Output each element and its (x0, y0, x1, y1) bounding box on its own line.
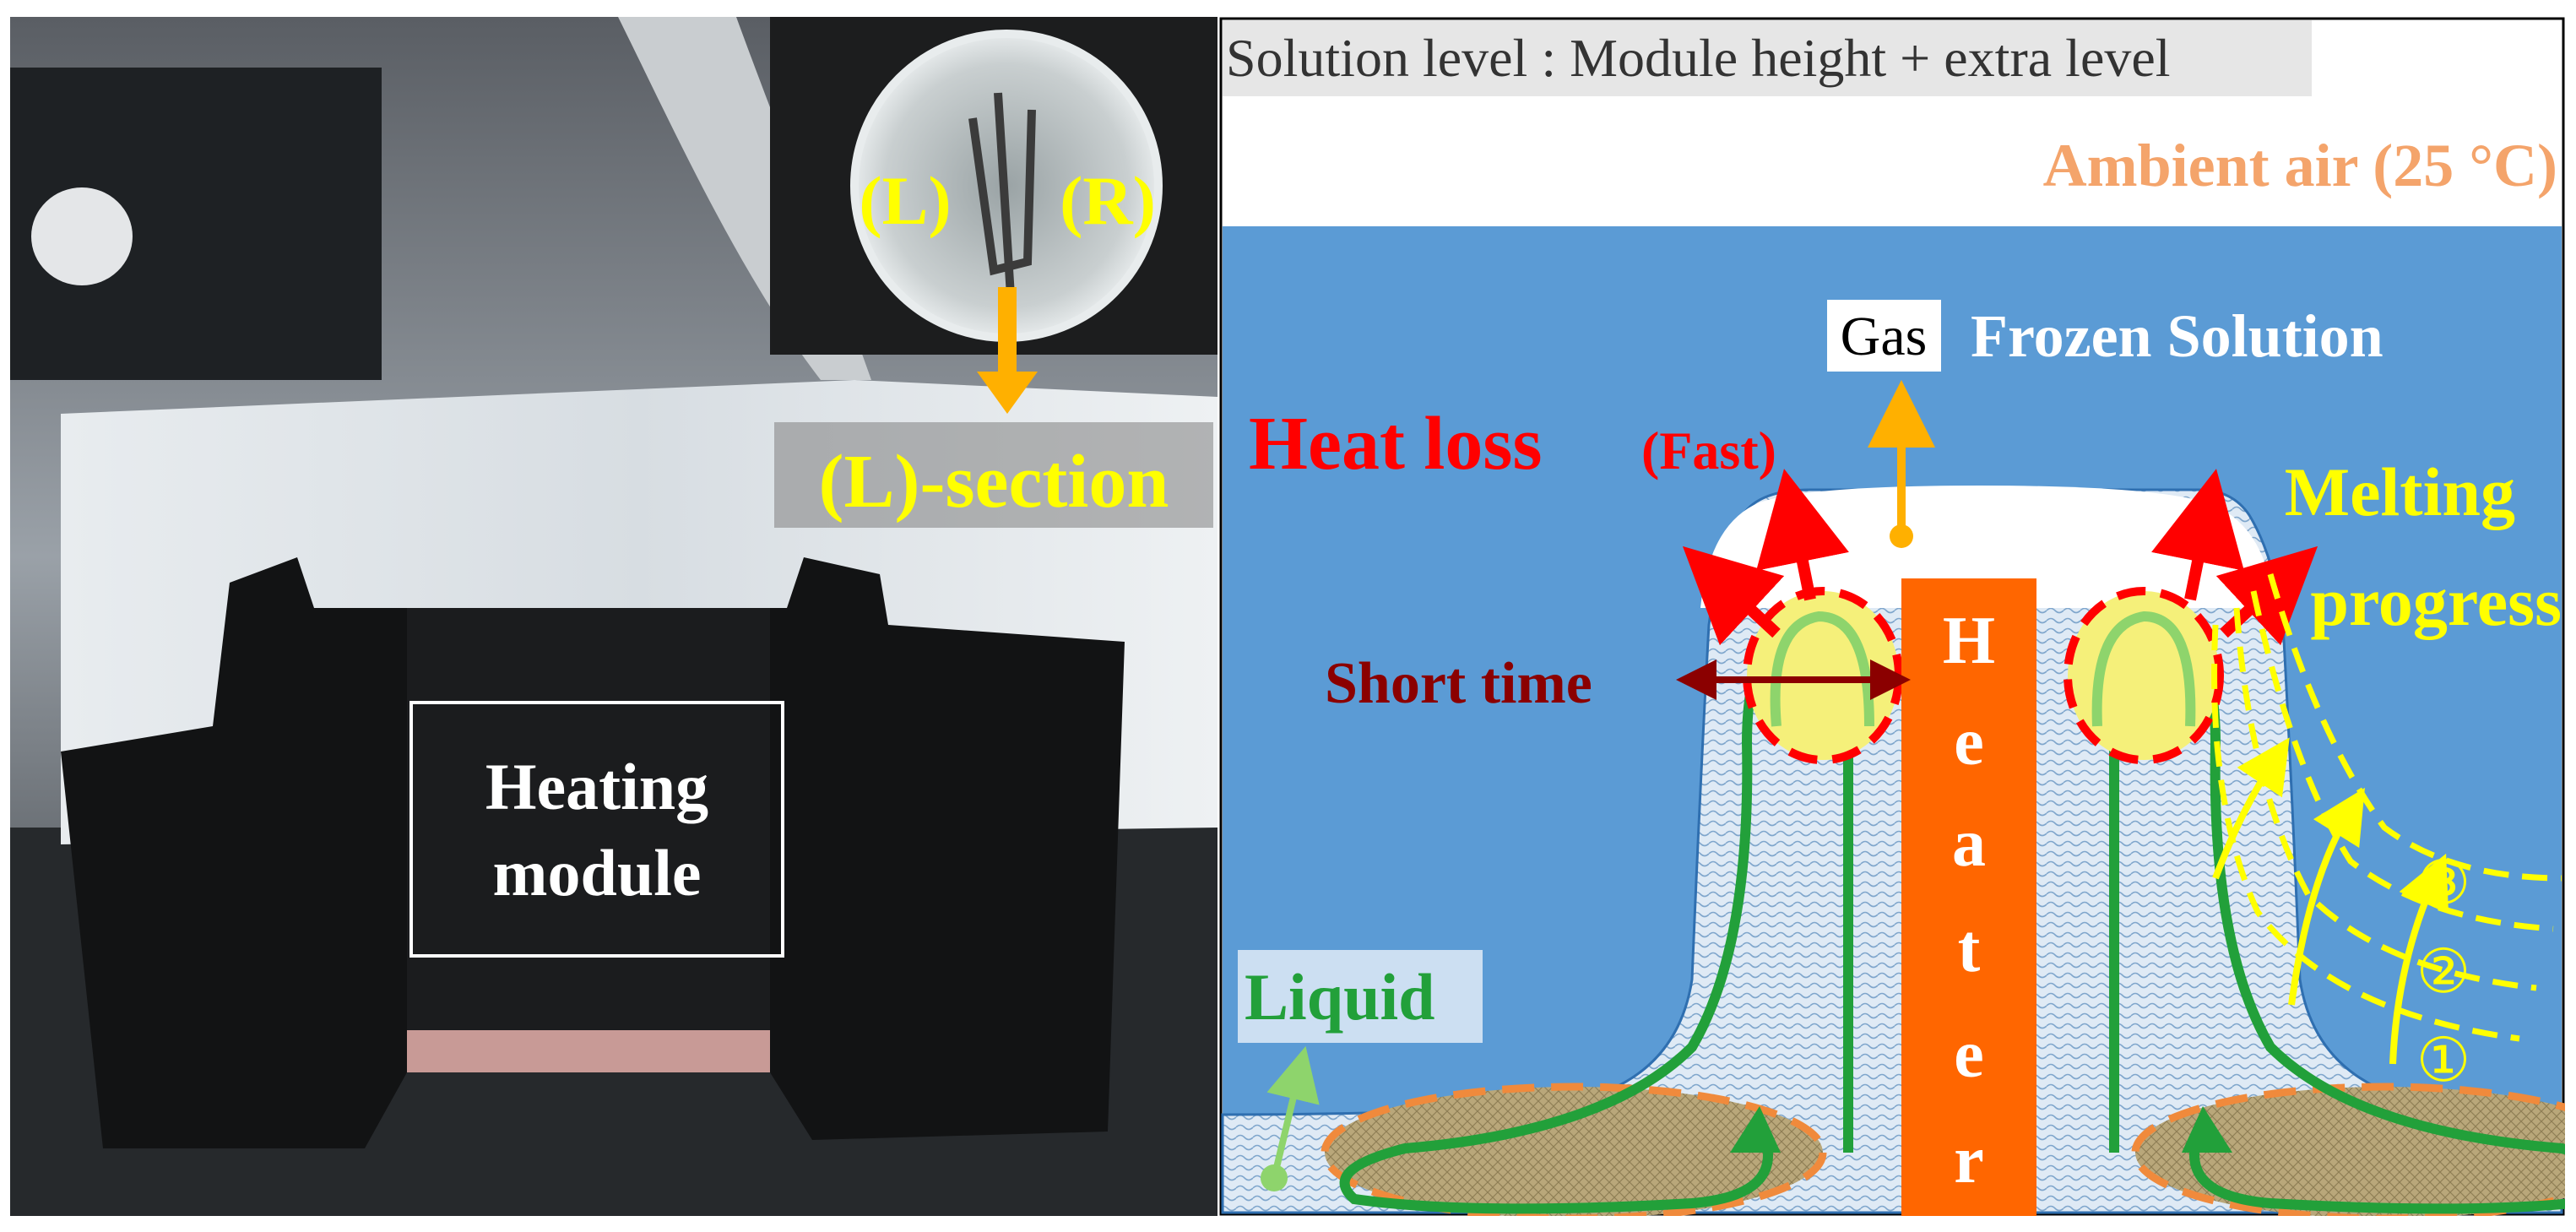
short-time-label: Short time (1325, 651, 1592, 716)
heater-body (1901, 578, 2036, 1216)
inset-photo: (L) (R) (770, 17, 1217, 414)
melting-schematic: Solution level : Module height + extra l… (1219, 17, 2565, 1216)
heat-loss-arrow (2151, 469, 2244, 601)
frozen-solution-label: Frozen Solution (1971, 302, 2383, 370)
heat-loss-fast-label: (Fast) (1641, 421, 1776, 480)
gas-indicator: Gas (1827, 300, 1941, 548)
progress-marker-1: ① (2416, 1027, 2471, 1094)
module-label-box: Heating module (409, 701, 784, 958)
heater: H e a t e r (1901, 578, 2036, 1216)
ambient-air-label: Ambient air (25 °C) (2043, 132, 2557, 199)
liquid-pools (1321, 1083, 2565, 1216)
sample-mark (968, 92, 1036, 296)
liquid-arrow-origin (1261, 1164, 1288, 1191)
heat-loss-arrow (1682, 545, 1785, 646)
heater-letter: r (1954, 1123, 1984, 1197)
gas-arrow-origin (1890, 524, 1913, 548)
melting-label-line1: Melting (2285, 453, 2515, 530)
melting-label-line2: progress (2310, 563, 2562, 640)
liquid-arrow (1266, 1045, 1320, 1179)
melting-front-lines (2211, 573, 2562, 1042)
heater-letter: a (1952, 806, 1986, 881)
liquid-pool-left (1321, 1083, 1827, 1216)
heater-letter: t (1958, 912, 1981, 986)
solution-level-label: Solution level : Module height + extra l… (1226, 28, 2171, 88)
section-label: (L)-section (819, 440, 1169, 524)
heating-module-photo: Heating module (L) (R) (L)-section (10, 17, 1217, 1216)
background-knob (31, 187, 133, 285)
copper-base (407, 1030, 770, 1072)
melting-front-line (2250, 590, 2554, 932)
module-label-line2: module (492, 836, 701, 909)
melting-arrow (2288, 787, 2365, 1006)
melting-progress-arrows (2212, 737, 2449, 1065)
melting-front-line (2211, 624, 2520, 1042)
gas-label-bg (1827, 300, 1941, 372)
melting-arrow (2389, 853, 2449, 1065)
gas-label: Gas (1841, 306, 1928, 367)
section-arrow (977, 287, 1038, 414)
progress-marker-2: ② (2416, 938, 2471, 1006)
heat-loss-arrow (1756, 469, 1849, 601)
liquid-label: Liquid (1245, 960, 1435, 1034)
hot-spot-loop-right (2091, 611, 2196, 727)
heater-letter: e (1954, 705, 1984, 779)
heater-letter: H (1943, 604, 1995, 678)
inset-right-label: (R) (1060, 162, 1156, 239)
section-label-bg (774, 422, 1213, 528)
progress-marker-3: ③ (2416, 849, 2471, 917)
liquid-pool-right (2131, 1083, 2565, 1216)
solution-level-label-bg (1223, 20, 2312, 96)
loop-left-arrowhead (1730, 1106, 1781, 1153)
melting-front-line (2267, 573, 2562, 882)
melting-arrow (2212, 737, 2290, 880)
loop-right-arrowhead (2182, 1106, 2232, 1153)
heating-module-face (407, 608, 770, 1064)
hot-spot-right (2064, 587, 2224, 764)
inset-left-label: (L) (859, 162, 951, 239)
heater-letter: e (1954, 1018, 1984, 1092)
heat-loss-label: Heat loss (1249, 402, 1542, 486)
module-label-line1: Heating (485, 750, 708, 823)
liquid-label-bg (1238, 950, 1483, 1043)
